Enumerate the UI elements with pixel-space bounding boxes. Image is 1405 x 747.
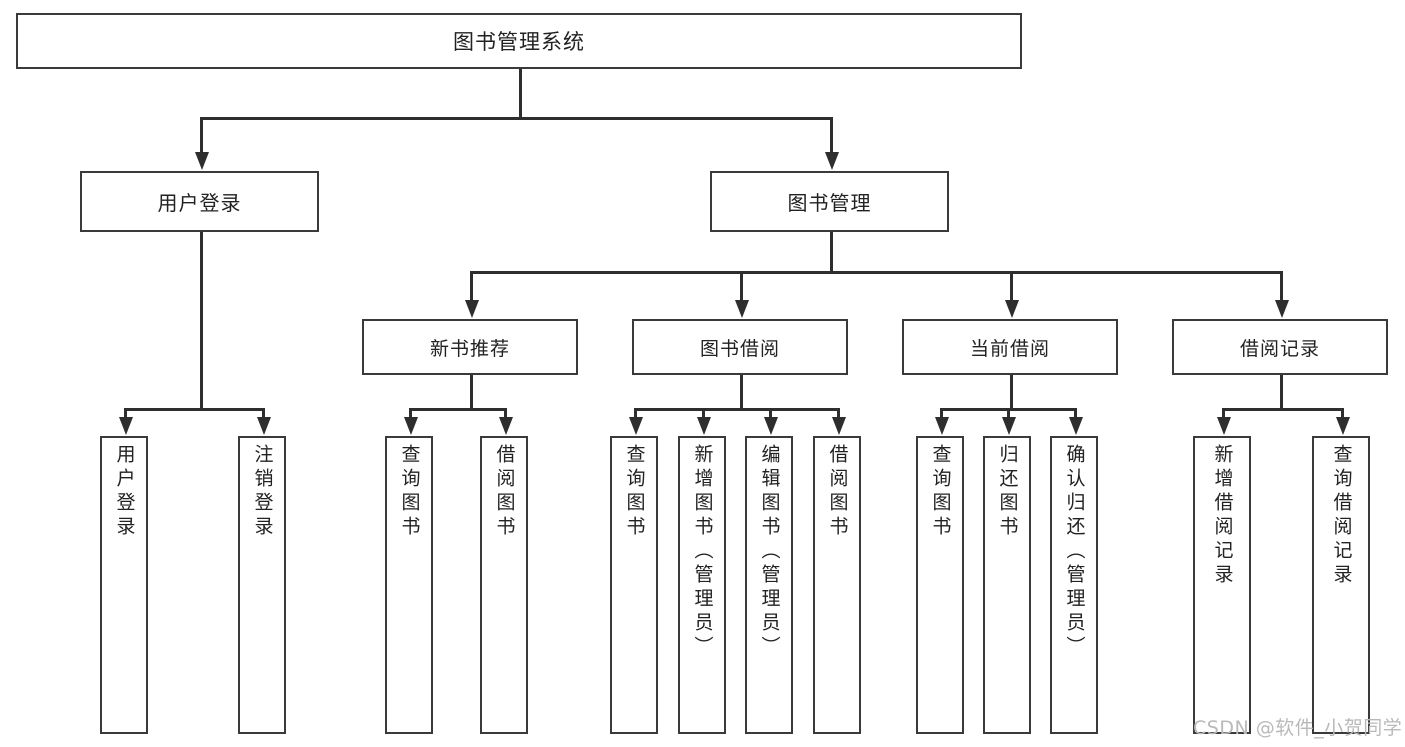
node-leaf-1[interactable]: 注销登录 — [238, 436, 286, 734]
connector-drop-leaf-0-0 — [409, 408, 412, 418]
arrowhead-icon-leaf-0-1 — [499, 417, 513, 435]
connector-bus-level2 — [200, 117, 830, 120]
connector-drop-leaf-3-1 — [1341, 408, 1344, 418]
connector-stem-level3-1 — [740, 375, 743, 411]
arrowhead-icon-user-leaf-0 — [119, 417, 133, 435]
connector-drop-user-leaf-0 — [124, 408, 127, 418]
connector-drop-level2-0 — [200, 117, 203, 153]
connector-drop-leaf-2-1 — [1007, 408, 1010, 418]
connector-stem-level3-2 — [1010, 375, 1013, 411]
node-root[interactable]: 图书管理系统 — [16, 13, 1022, 69]
arrowhead-icon-leaf-0-0 — [404, 417, 418, 435]
arrowhead-icon-level2-0 — [195, 152, 209, 170]
arrowhead-icon-leaf-2-1 — [1002, 417, 1016, 435]
connector-drop-leaf-3-0 — [1222, 408, 1225, 418]
node-leaf-4[interactable]: 查询图书 — [610, 436, 658, 734]
connector-drop-leaf-1-2 — [769, 408, 772, 418]
connector-drop-leaf-1-3 — [837, 408, 840, 418]
node-leaf-2[interactable]: 查询图书 — [385, 436, 433, 734]
connector-drop-leaf-2-2 — [1074, 408, 1077, 418]
connector-bus-level3 — [470, 271, 1280, 274]
connector-stem-level3-3 — [1280, 375, 1283, 411]
node-level3-3-label: 借阅记录 — [1239, 337, 1320, 360]
connector-drop-leaf-1-0 — [634, 408, 637, 418]
node-leaf-8-label: 查询图书 — [929, 444, 952, 540]
connector-bus-leaves-3 — [1222, 408, 1341, 411]
arrowhead-icon-leaf-3-1 — [1336, 417, 1350, 435]
node-leaf-9-label: 归还图书 — [996, 444, 1019, 540]
node-level3-2[interactable]: 当前借阅 — [902, 319, 1118, 375]
node-leaf-10-label: 确认归还（管理员） — [1063, 444, 1086, 660]
connector-stem-level3-0 — [470, 375, 473, 411]
node-leaf-6[interactable]: 编辑图书（管理员） — [745, 436, 793, 734]
node-leaf-9[interactable]: 归还图书 — [983, 436, 1031, 734]
arrowhead-icon-level3-3 — [1275, 300, 1289, 318]
node-leaf-12-label: 查询借阅记录 — [1330, 444, 1353, 588]
connector-drop-leaf-2-0 — [940, 408, 943, 418]
node-level3-0[interactable]: 新书推荐 — [362, 319, 578, 375]
node-level2-0[interactable]: 用户登录 — [80, 171, 319, 232]
connector-stem-management — [830, 232, 833, 274]
arrowhead-icon-level3-2 — [1005, 300, 1019, 318]
arrowhead-icon-leaf-1-0 — [629, 417, 643, 435]
node-leaf-3[interactable]: 借阅图书 — [480, 436, 528, 734]
node-leaf-8[interactable]: 查询图书 — [916, 436, 964, 734]
node-leaf-7[interactable]: 借阅图书 — [813, 436, 861, 734]
node-level3-2-label: 当前借阅 — [969, 337, 1050, 360]
node-level2-1[interactable]: 图书管理 — [710, 171, 949, 232]
arrowhead-icon-level2-1 — [825, 152, 839, 170]
arrowhead-icon-leaf-2-0 — [935, 417, 949, 435]
node-leaf-11-label: 新增借阅记录 — [1211, 444, 1234, 588]
node-root-label: 图书管理系统 — [453, 30, 585, 54]
node-leaf-6-label: 编辑图书（管理员） — [758, 444, 781, 660]
node-level3-3[interactable]: 借阅记录 — [1172, 319, 1388, 375]
node-level2-0-label: 用户登录 — [157, 191, 242, 215]
connector-drop-level3-1 — [740, 271, 743, 301]
node-leaf-1-label: 注销登录 — [251, 444, 274, 540]
node-leaf-3-label: 借阅图书 — [493, 444, 516, 540]
arrowhead-icon-leaf-2-2 — [1069, 417, 1083, 435]
node-leaf-7-label: 借阅图书 — [826, 444, 849, 540]
node-leaf-4-label: 查询图书 — [623, 444, 646, 540]
node-leaf-5[interactable]: 新增图书（管理员） — [678, 436, 726, 734]
node-level2-1-label: 图书管理 — [787, 191, 872, 215]
connector-root-stem — [519, 69, 522, 120]
node-leaf-10[interactable]: 确认归还（管理员） — [1050, 436, 1098, 734]
connector-drop-user-leaf-1 — [262, 408, 265, 418]
node-leaf-0[interactable]: 用户登录 — [100, 436, 148, 734]
arrowhead-icon-leaf-1-1 — [697, 417, 711, 435]
arrowhead-icon-leaf-3-0 — [1217, 417, 1231, 435]
node-leaf-12[interactable]: 查询借阅记录 — [1312, 436, 1370, 734]
connector-drop-leaf-0-1 — [504, 408, 507, 418]
node-level3-1[interactable]: 图书借阅 — [632, 319, 848, 375]
node-level3-0-label: 新书推荐 — [429, 337, 510, 360]
connector-drop-level3-0 — [470, 271, 473, 301]
arrowhead-icon-level3-0 — [465, 300, 479, 318]
connector-drop-leaf-1-1 — [702, 408, 705, 418]
node-level3-1-label: 图书借阅 — [699, 337, 780, 360]
connector-drop-level2-1 — [830, 117, 833, 153]
arrowhead-icon-level3-1 — [735, 300, 749, 318]
node-leaf-0-label: 用户登录 — [113, 444, 136, 540]
connector-drop-level3-2 — [1010, 271, 1013, 301]
connector-bus-leaves-1 — [634, 408, 837, 411]
connector-bus-user-leaves — [124, 408, 262, 411]
connector-bus-leaves-0 — [409, 408, 504, 411]
arrowhead-icon-leaf-1-2 — [764, 417, 778, 435]
arrowhead-icon-leaf-1-3 — [832, 417, 846, 435]
node-leaf-5-label: 新增图书（管理员） — [691, 444, 714, 660]
node-leaf-2-label: 查询图书 — [398, 444, 421, 540]
arrowhead-icon-user-leaf-1 — [257, 417, 271, 435]
node-leaf-11[interactable]: 新增借阅记录 — [1193, 436, 1251, 734]
connector-stem-user — [200, 232, 203, 411]
connector-drop-level3-3 — [1280, 271, 1283, 301]
